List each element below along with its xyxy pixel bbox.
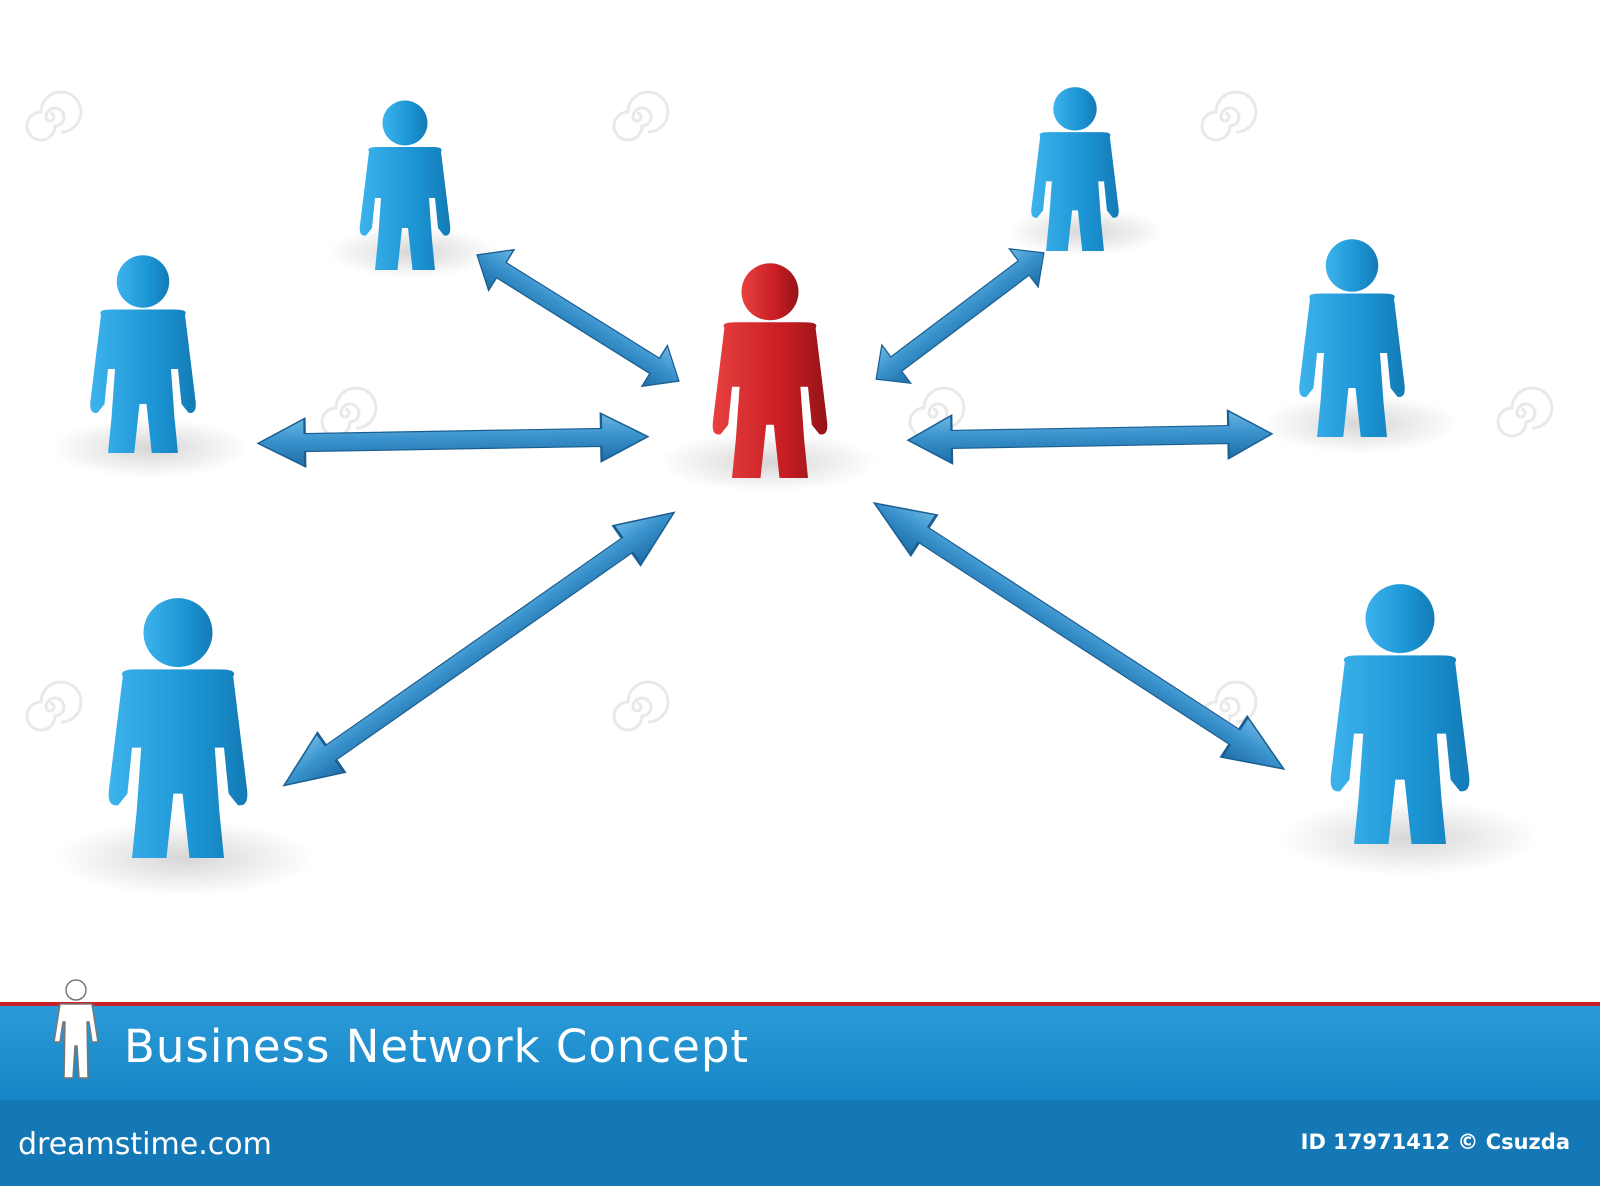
double-arrow-icon	[269, 491, 689, 807]
title-banner	[0, 1002, 1600, 1100]
blue-person-icon	[108, 598, 248, 858]
bottom-right-shadow	[1280, 800, 1540, 876]
person-outline-icon	[53, 979, 99, 1079]
bottom-left-shadow	[55, 820, 315, 896]
banner-title: Business Network Concept	[124, 1020, 750, 1073]
double-arrow-icon	[860, 481, 1298, 791]
mid-left-shadow	[50, 418, 250, 478]
network-diagram	[50, 87, 1540, 896]
double-arrow-icon	[463, 233, 693, 403]
double-arrow-icon	[861, 233, 1059, 399]
footer-brand: dreamstime.com	[18, 1127, 272, 1162]
footer-credit: ID 17971412 © Csuzda	[1300, 1130, 1570, 1154]
hub-shadow	[658, 432, 878, 492]
footer-bar	[0, 1100, 1600, 1186]
double-arrow-icon	[256, 411, 650, 469]
double-arrow-icon	[906, 408, 1274, 466]
